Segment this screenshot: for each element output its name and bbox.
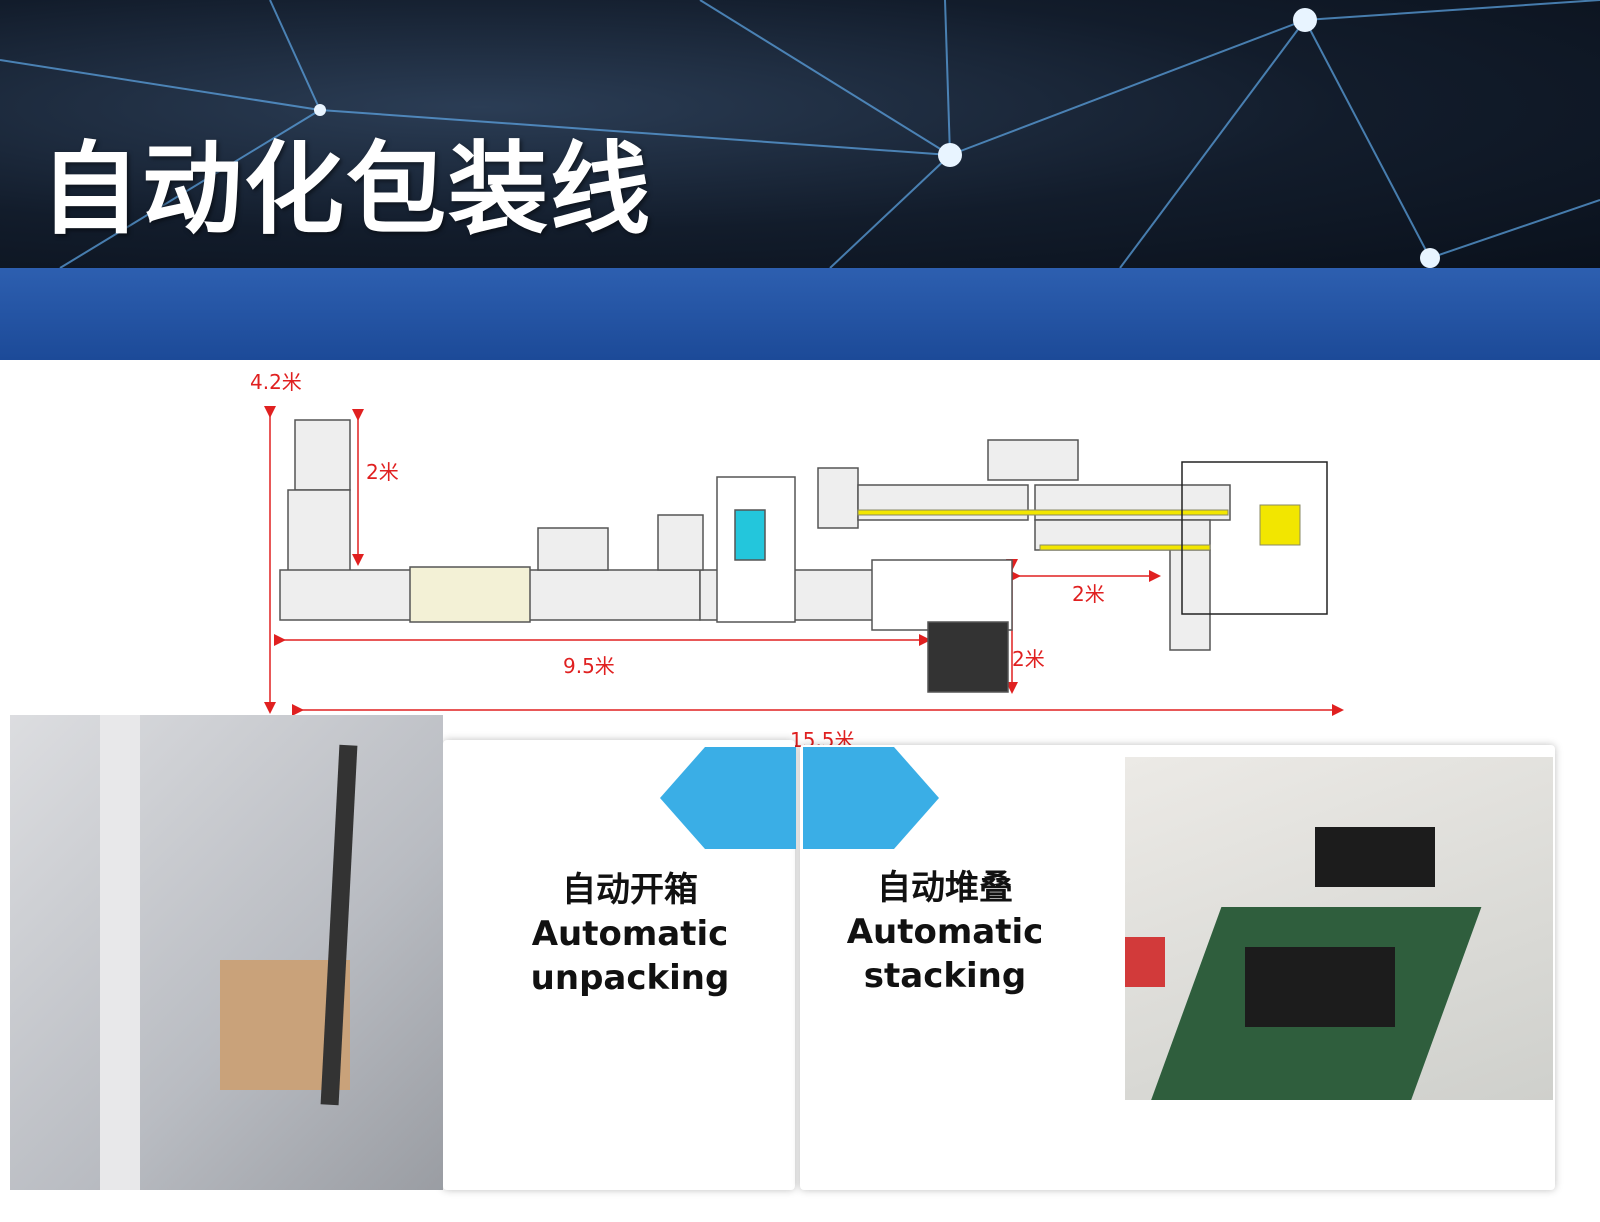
caption-unpacking-en1: Automatic [531, 914, 729, 954]
caption-stacking: 自动堆叠 Automatic stacking [785, 866, 1105, 998]
caption-unpacking-en2: unpacking [530, 958, 730, 998]
dimension-height-total: 4.2米 [250, 370, 302, 394]
dimension-output-depth: 2米 [1012, 647, 1045, 671]
packaging-line-layout-diagram: 4.2米 2米 9.5米 2米 2米 15.5米 [240, 360, 1360, 752]
network-graphic [0, 0, 1600, 268]
caption-stacking-en2: stacking [863, 956, 1027, 996]
dimension-feeder-height: 2米 [366, 460, 399, 484]
dimension-first-section: 9.5米 [563, 654, 615, 678]
dimension-stacker-gap: 2米 [1072, 582, 1105, 606]
layout-schematic [264, 406, 1344, 716]
caption-unpacking: 自动开箱 Automatic unpacking [470, 868, 790, 1000]
unpacking-machine-photo [10, 715, 443, 1190]
arrow-right-hexagon-icon [803, 747, 939, 849]
caption-stacking-en1: Automatic [846, 912, 1044, 952]
caption-stacking-zh: 自动堆叠 [877, 868, 1013, 908]
caption-unpacking-zh: 自动开箱 [562, 870, 698, 910]
stacking-machine-photo [1125, 757, 1553, 1100]
page-title: 自动化包装线 [40, 131, 652, 248]
header-background [0, 0, 1600, 268]
arrow-left-hexagon-icon [660, 747, 796, 849]
header-band [0, 268, 1600, 360]
